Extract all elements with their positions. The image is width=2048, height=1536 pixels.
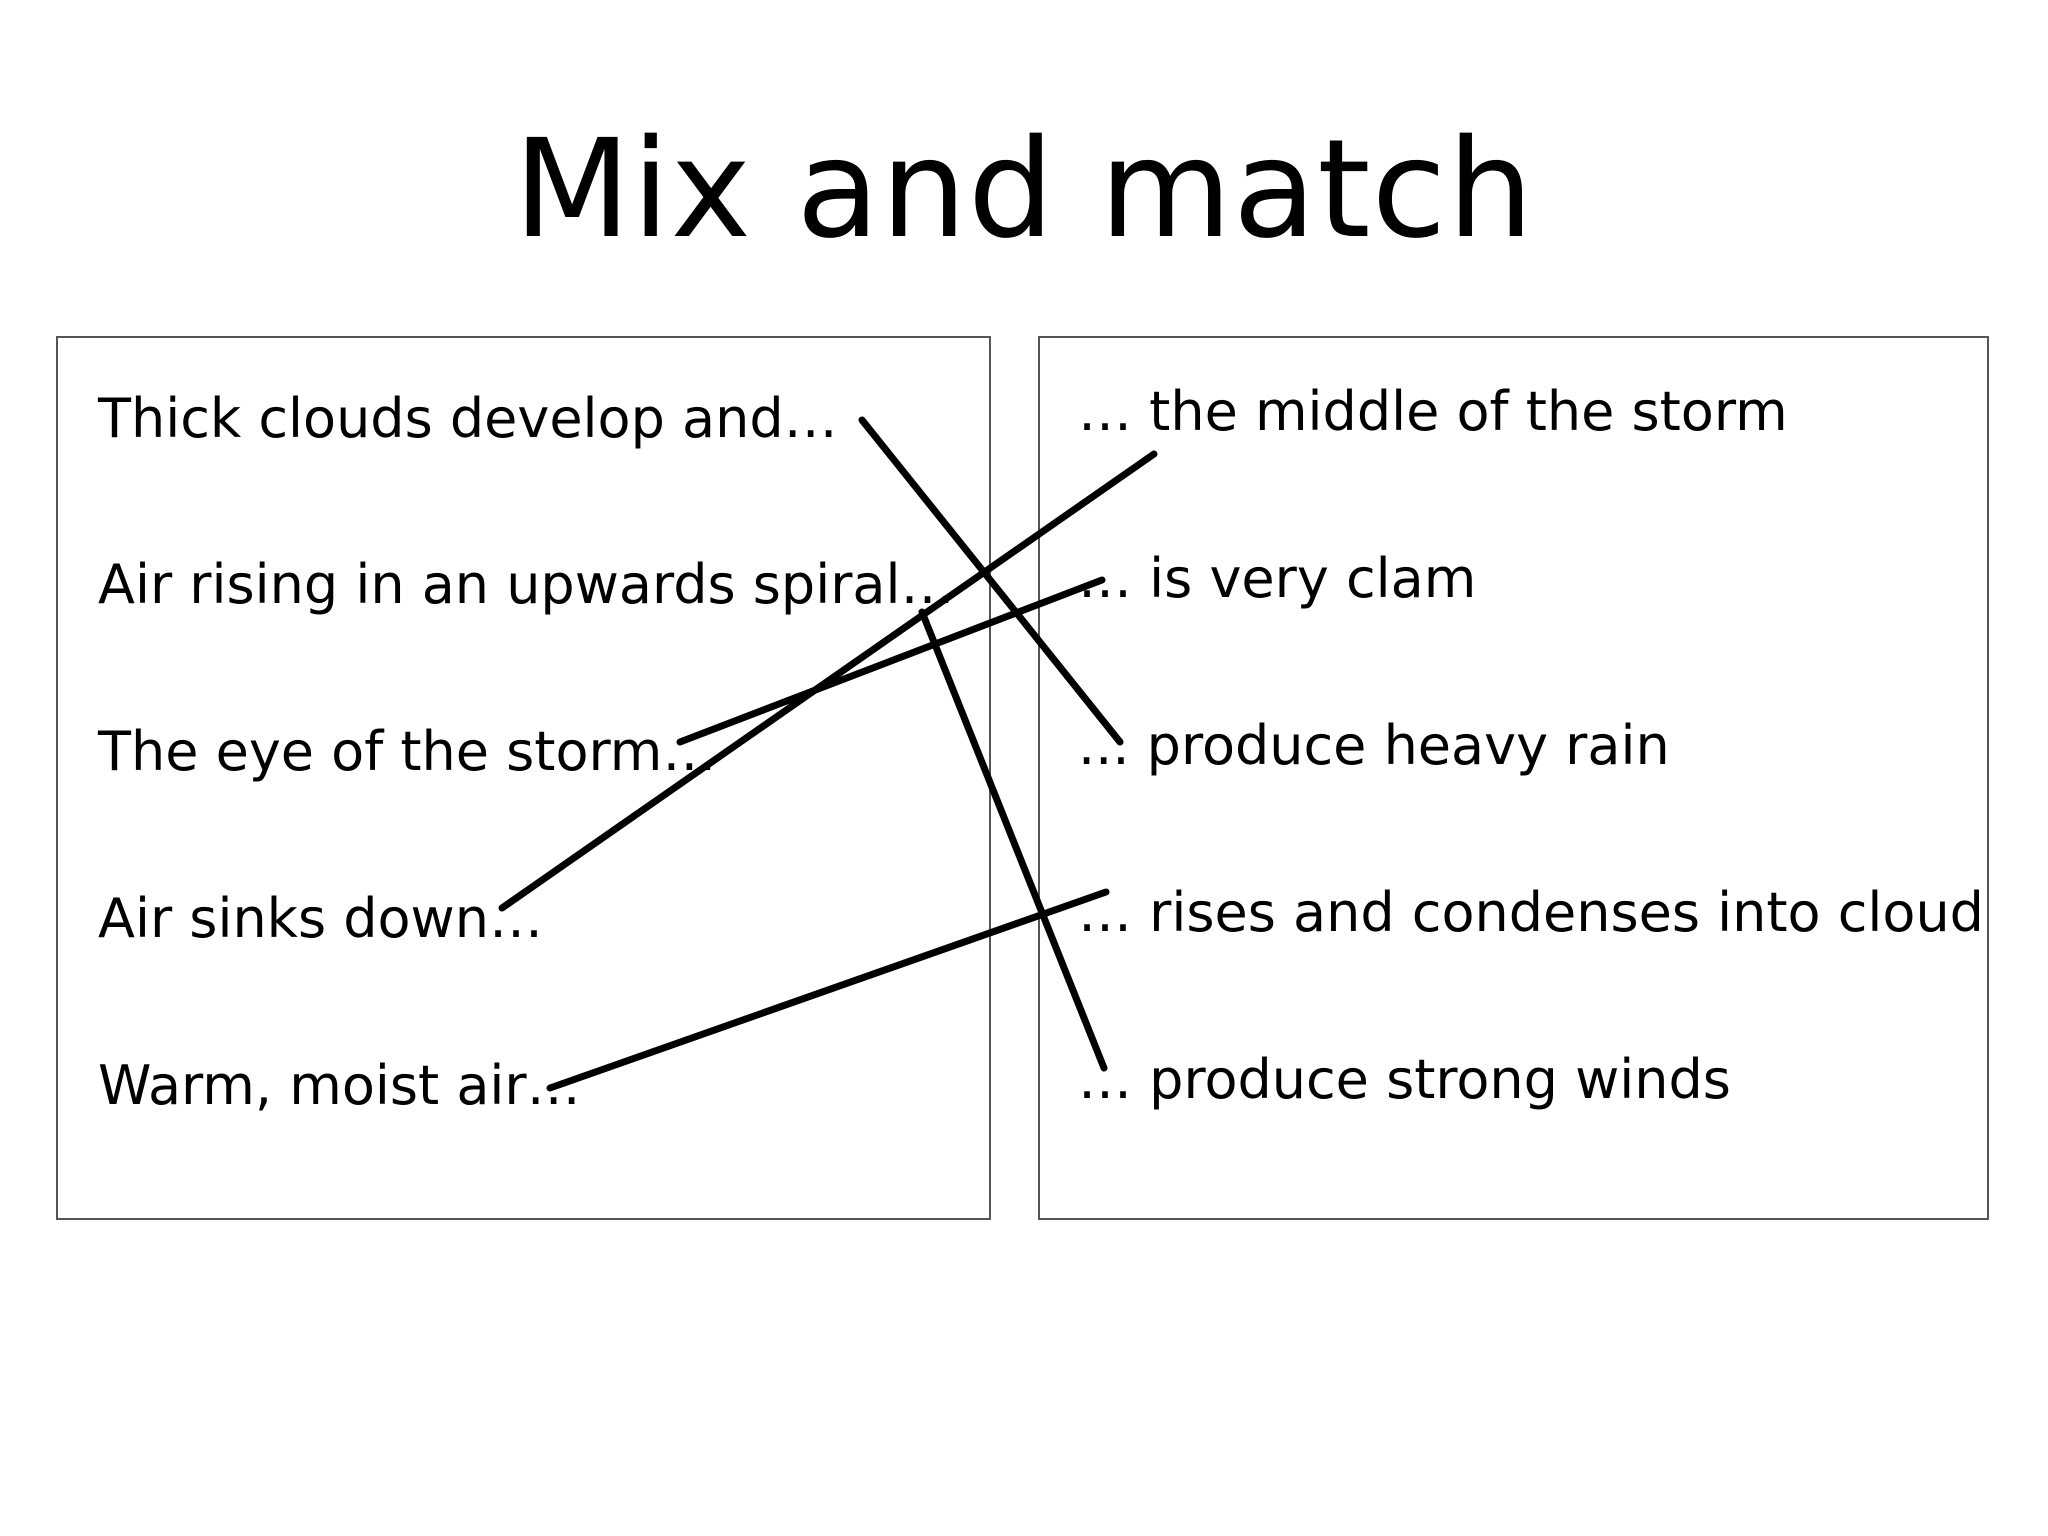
left-phrase-4: Air sinks down… bbox=[98, 887, 543, 950]
right-phrase-5: … produce strong winds bbox=[1078, 1048, 1731, 1111]
right-phrase-1: … the middle of the storm bbox=[1078, 380, 1788, 443]
right-phrase-2: … is very clam bbox=[1078, 547, 1477, 610]
right-phrase-3: ... produce heavy rain bbox=[1078, 714, 1670, 777]
left-phrase-2: Air rising in an upwards spiral… bbox=[98, 553, 955, 616]
page-title: Mix and match bbox=[513, 111, 1535, 269]
right-phrase-4: … rises and condenses into cloud bbox=[1078, 881, 1984, 944]
left-phrase-1: Thick clouds develop and… bbox=[98, 387, 838, 450]
left-phrase-5: Warm, moist air… bbox=[98, 1054, 581, 1117]
left-phrase-3: The eye of the storm… bbox=[98, 720, 717, 783]
